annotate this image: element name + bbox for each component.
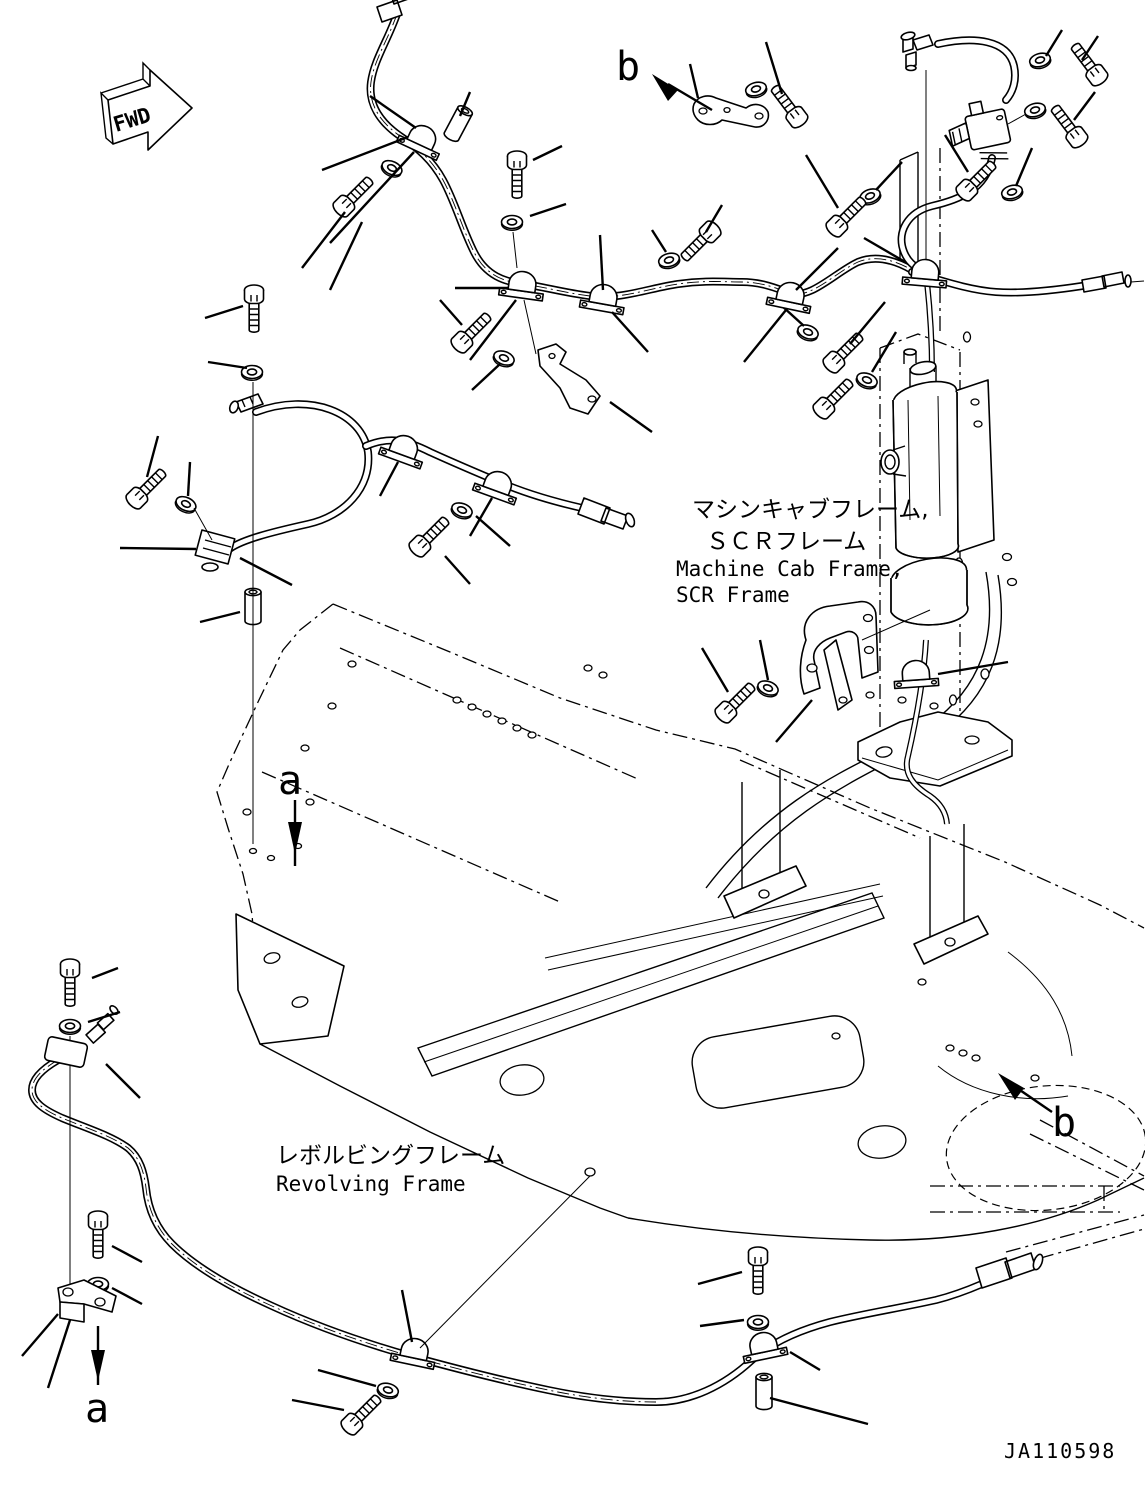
- post-base-plate: [857, 711, 1013, 787]
- washer: [1027, 50, 1054, 72]
- bolt: [59, 958, 81, 1008]
- bolt: [1065, 38, 1112, 90]
- middle-left-hose-assembly: [119, 382, 636, 844]
- bolt: [809, 373, 859, 423]
- washer: [172, 492, 200, 517]
- bolt: [243, 284, 265, 334]
- callout-b-upper-text: b: [616, 44, 640, 90]
- bolt: [822, 191, 872, 241]
- elbow-fitting: [900, 31, 934, 72]
- hose-end-fitting: [1081, 271, 1125, 293]
- frame-beam: [417, 883, 885, 1077]
- lower-left-hose-assembly: [21, 958, 1044, 1439]
- revolving-frame-body: [216, 571, 1145, 1267]
- washer: [490, 347, 517, 371]
- bolt: [711, 677, 761, 727]
- revolving-frame-en: Revolving Frame: [276, 1172, 466, 1196]
- leader-lines: [204, 91, 913, 433]
- washer: [743, 79, 770, 101]
- bolt: [952, 155, 1002, 205]
- hose-end-fitting: [376, 0, 408, 23]
- figure-code: JA110598: [1004, 1439, 1116, 1463]
- hose-strap-bracket: [692, 95, 770, 128]
- bolt: [337, 1389, 387, 1439]
- bolt: [675, 217, 725, 267]
- angle-bracket: [57, 1279, 117, 1323]
- frame-bottom-right-rails: [930, 1119, 1145, 1267]
- callout-a-lower-text: a: [85, 1386, 109, 1432]
- callout-a-lower: a: [85, 1326, 109, 1432]
- washer: [754, 677, 781, 701]
- upper-right-fitting-assembly: [688, 29, 1112, 289]
- spacer: [755, 1372, 773, 1411]
- bolt: [747, 1246, 769, 1295]
- frame-center-opening: [691, 1015, 865, 1109]
- callout-b-lower-text: b: [1052, 1100, 1076, 1146]
- scr-frame-post: [781, 148, 1018, 825]
- bolt: [506, 150, 528, 199]
- frame-tower-right: [913, 824, 989, 965]
- hose-end-fitting: [975, 1252, 1044, 1289]
- revolving-frame-jp: レボルビングフレーム: [276, 1143, 505, 1169]
- washer: [448, 499, 475, 523]
- washer: [656, 250, 683, 272]
- hose-bracket: [523, 299, 601, 415]
- spacer: [441, 103, 475, 145]
- callout-a-upper-text: a: [278, 758, 302, 804]
- frame-tower-center: [723, 770, 807, 919]
- valve-block: [948, 100, 1012, 160]
- upper-hose-assembly: [204, 0, 1145, 433]
- washer: [853, 369, 880, 393]
- hose-hex-fitting: [228, 393, 264, 414]
- callout-a-upper: a: [278, 758, 302, 866]
- machine-cab-frame-jp2: ＳＣＲフレーム: [706, 529, 866, 555]
- callout-b-upper: b: [616, 44, 713, 112]
- machine-cab-frame-en1: Machine Cab Frame,: [676, 557, 904, 581]
- bolt: [329, 171, 379, 221]
- leader-lines: [697, 1270, 869, 1426]
- bolt: [405, 511, 455, 561]
- machine-cab-frame-en2: SCR Frame: [676, 583, 790, 607]
- frame-left-plate: [235, 913, 345, 1045]
- annotation-machine-cab-frame: マシンキャブフレーム, ＳＣＲフレーム Machine Cab Frame, S…: [676, 497, 929, 607]
- frame-recess-oval: [945, 1084, 1145, 1212]
- fwd-direction-indicator: FWD: [100, 61, 193, 151]
- bolt: [819, 327, 869, 377]
- leader-lines: [21, 966, 414, 1412]
- leader-lines: [700, 639, 813, 743]
- washer: [500, 214, 524, 232]
- frame-holes: [242, 660, 1040, 1159]
- machine-cab-frame-jp1: マシンキャブフレーム,: [692, 497, 929, 523]
- pump-assembly: [880, 348, 995, 626]
- bolt: [87, 1210, 109, 1259]
- bolt: [122, 463, 172, 513]
- hose-clamp-fitting: [43, 1004, 119, 1068]
- annotation-revolving-frame: レボルビングフレーム Revolving Frame: [276, 1143, 505, 1196]
- frame-gussets: [937, 951, 1073, 1100]
- mounting-bracket-assembly: [700, 600, 931, 743]
- washer: [58, 1018, 82, 1036]
- leader-lines: [119, 435, 511, 624]
- callout-b-lower: b: [998, 1073, 1076, 1146]
- leader-lines: [781, 301, 1009, 676]
- clamp: [892, 658, 940, 690]
- bolt: [765, 80, 812, 132]
- clamp-position-line: [419, 1175, 591, 1349]
- washer: [999, 182, 1026, 204]
- washer: [794, 321, 821, 345]
- leader-lines: [688, 29, 1099, 187]
- washer: [1022, 100, 1049, 122]
- hose-elbow-end: [194, 529, 236, 572]
- washer: [746, 1314, 770, 1332]
- hose-end-fitting: [577, 497, 636, 530]
- clamp: [738, 1327, 789, 1365]
- frame-clamp-hole: [584, 1167, 596, 1177]
- lower-right-hose-assembly: [697, 1246, 869, 1426]
